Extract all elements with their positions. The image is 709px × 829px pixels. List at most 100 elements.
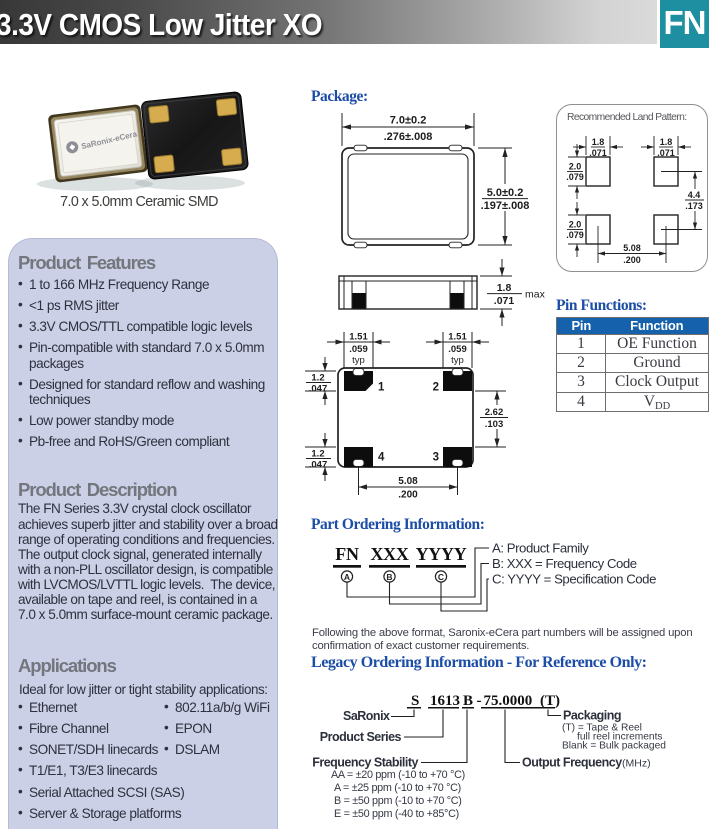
drawing-rect [153, 154, 175, 174]
feature-item: Pb-free and RoHS/Green compliant [18, 433, 267, 449]
legacy-pn-dash: - [477, 693, 482, 709]
description-heading: Product Description [18, 479, 178, 501]
feature-item: 1 to 166 MHz Frequency Range [18, 276, 267, 292]
packaging-line-1: (T) = Tape & Reel [562, 723, 642, 734]
pin-cell: 3 [556, 372, 606, 393]
applications-intro: Ideal for low jitter or tight stability … [19, 682, 268, 698]
land-pattern-heading: Recommended Land Pattern: [567, 112, 687, 123]
description-text: The FN Series 3.3V crystal clock oscilla… [18, 501, 281, 623]
photo-caption: 7.0 x 5.0mm Ceramic SMD [60, 194, 218, 210]
lp-dim-v-mm: 4.4 [688, 190, 701, 200]
arrowhead [692, 171, 698, 179]
drawing-rect [481, 707, 539, 709]
lp-dim-pad-h-mm: 2.0 [569, 162, 582, 172]
pad-4 [344, 447, 373, 467]
drawing-rect [337, 367, 474, 468]
legacy-pn-stab: B [463, 693, 473, 709]
arrowhead [574, 208, 580, 215]
application-item: SONET/SDH linecards [18, 741, 258, 757]
drawing-rect [416, 565, 466, 568]
drawing-rect [352, 458, 365, 467]
arrowhead [322, 363, 328, 371]
dim-height-in: .197±.008 [481, 200, 530, 212]
drawing-path [404, 709, 444, 738]
label-packaging: Packaging [563, 709, 621, 723]
dim-pitch-mm: 5.08 [398, 476, 418, 487]
dim-thick-mm: 1.8 [497, 282, 512, 294]
arrowhead [678, 144, 685, 150]
ordering-note-line1: Following the above format, Saronix-eCer… [312, 627, 693, 639]
arrowhead [472, 339, 481, 345]
table-row: 2 Ground [556, 353, 709, 374]
lp-dim-h-mm: 5.08 [623, 243, 641, 253]
dim-pad-h-mm-2: 1.2 [311, 449, 324, 460]
pin-cell: 1 [556, 333, 606, 355]
arrowhead [434, 339, 443, 345]
package-heading: Package: [311, 88, 368, 105]
marker-circle [340, 570, 354, 583]
lp-dim-pad-w-mm-2: 1.8 [660, 137, 673, 147]
drawing-rect [341, 147, 475, 246]
stability-line-4: E = ±50 ppm (-40 to +85°C) [334, 808, 459, 820]
packaging-line-3: Blank = Bulk packaged [562, 741, 666, 752]
pin-cell: 4 [556, 391, 606, 412]
marker-b: B [386, 572, 392, 582]
function-text: V [643, 392, 656, 410]
pad-3 [443, 447, 472, 467]
dim-thick-in: .071 [494, 295, 515, 307]
feature-item: <1 ps RMS jitter [18, 297, 267, 313]
drawing-rect [450, 293, 464, 309]
drawing-path [69, 144, 76, 151]
drawing-rect [369, 565, 410, 568]
dim-thick-note: max [525, 289, 546, 301]
drawing-rect [345, 330, 372, 341]
pn-seg2: XXX [370, 544, 408, 564]
drawing-lines [338, 275, 478, 310]
drawing-rect [448, 241, 463, 249]
part-ordering-diagram: FN XXX YYYY A B C A: Product Family B: X… [333, 541, 657, 612]
function-sub: DD [655, 400, 671, 412]
dim-pad-w-in-2: .059 [448, 344, 467, 355]
arrowhead [499, 267, 505, 276]
arrowhead [610, 144, 617, 150]
drawing-path [547, 709, 561, 717]
drawing-rect [352, 293, 366, 309]
packaging-line-2: full reel increments [577, 732, 663, 743]
arrowhead [449, 484, 458, 490]
drawing-rect [221, 147, 243, 167]
drawing-rect [539, 707, 555, 709]
application-item: 802.11a/b/g WiFi [164, 699, 284, 715]
application-item: Server & Storage platforms [18, 805, 258, 821]
drawing-rect [444, 330, 471, 341]
dim-pad-gap-in: .103 [485, 419, 504, 430]
drawing-rect [353, 144, 368, 152]
lp-dim-pad-h-in: .079 [566, 172, 584, 182]
drawing-path [440, 578, 489, 612]
dim-pad-h-in-2: .047 [309, 460, 328, 471]
feature-item: 3.3V CMOS/TTL compatible logic levels [18, 318, 267, 334]
chip-shadow [135, 176, 245, 190]
stability-line-2: A = ±25 ppm (-10 to +70 °C) [334, 782, 461, 794]
drawing-path [346, 547, 489, 598]
marker-circle [383, 570, 396, 583]
dim-pitch-in: .200 [398, 490, 418, 501]
drawing-rect [347, 153, 469, 240]
legacy-pn-series: 1613 [430, 693, 460, 709]
drawing-rect [462, 707, 474, 709]
drawing-lines [341, 144, 475, 249]
drawing-path [391, 709, 415, 718]
application-item: EPON [164, 720, 284, 736]
function-cell: OE Function [605, 333, 709, 355]
lp-dim-pad-h-in-2: .079 [566, 230, 584, 240]
drawing-rect [585, 156, 611, 187]
lp-dim-pad-w-mm: 1.8 [592, 137, 605, 147]
applications-list-2: 802.11a/b/g WiFi EPON DSLAM [164, 699, 284, 763]
drawing-rect [215, 97, 238, 117]
arrowhead [692, 222, 698, 230]
drawing-rect [338, 275, 478, 310]
function-text: Ground [633, 354, 681, 372]
series-badge: FN [660, 0, 709, 48]
table-row: 4 VDD [556, 391, 709, 412]
function-text: OE Function [617, 335, 697, 352]
dim-pad-h-in: .047 [309, 384, 328, 395]
